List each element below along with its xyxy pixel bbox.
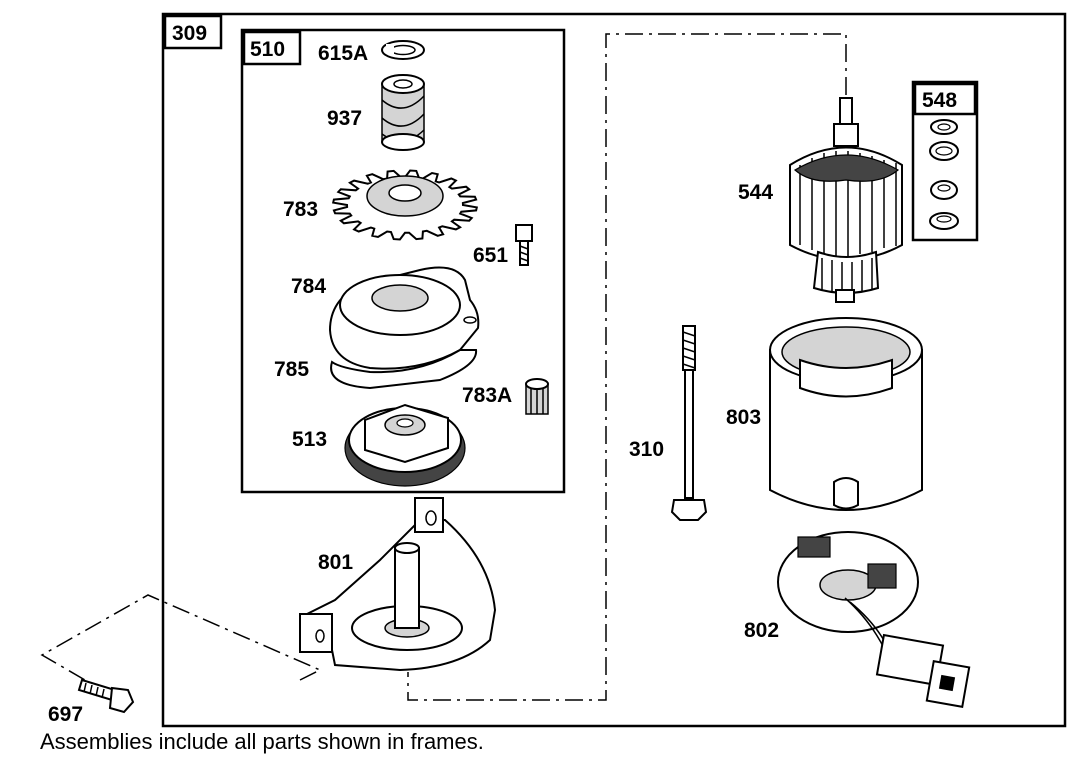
frame-510-label: 510 bbox=[250, 38, 285, 61]
frame-309-label-box bbox=[163, 14, 223, 50]
clip-615a bbox=[381, 40, 425, 60]
label-785: 785 bbox=[274, 358, 309, 381]
label-310: 310 bbox=[629, 438, 664, 461]
assembly-line-armature bbox=[407, 33, 847, 701]
frame-309 bbox=[161, 12, 1067, 728]
armature-544 bbox=[789, 97, 903, 303]
frame-510 bbox=[240, 28, 566, 494]
label-697: 697 bbox=[48, 703, 83, 726]
label-615a: 615A bbox=[318, 42, 368, 65]
frame-548-label: 548 bbox=[922, 89, 957, 112]
gear-783 bbox=[331, 169, 479, 241]
label-784: 784 bbox=[291, 275, 326, 298]
label-783a: 783A bbox=[462, 384, 512, 407]
frame-548-label-box bbox=[913, 82, 977, 116]
assembly-line-screw bbox=[40, 594, 322, 681]
housing-801 bbox=[299, 497, 497, 672]
label-937: 937 bbox=[327, 107, 362, 130]
helix-937 bbox=[381, 74, 425, 151]
brushplate-802 bbox=[777, 531, 971, 708]
label-513: 513 bbox=[292, 428, 327, 451]
throughbolt-310 bbox=[670, 325, 708, 521]
label-783: 783 bbox=[283, 198, 318, 221]
label-544: 544 bbox=[738, 181, 773, 204]
frame-309-label: 309 bbox=[172, 22, 207, 45]
gasket-785 bbox=[330, 349, 478, 390]
label-801: 801 bbox=[318, 551, 353, 574]
label-651: 651 bbox=[473, 244, 508, 267]
label-803: 803 bbox=[726, 406, 761, 429]
footnote: Assemblies include all parts shown in fr… bbox=[40, 729, 484, 754]
frame-510-label-box bbox=[242, 30, 302, 66]
label-802: 802 bbox=[744, 619, 779, 642]
washers-548 bbox=[929, 119, 959, 230]
ringgear-513 bbox=[344, 403, 466, 487]
frame-548 bbox=[911, 80, 979, 242]
motorframe-803 bbox=[769, 317, 923, 511]
bolt-697 bbox=[77, 678, 135, 714]
cover-784 bbox=[328, 266, 480, 370]
pinion-783a bbox=[525, 378, 549, 415]
screw-651 bbox=[515, 224, 533, 266]
